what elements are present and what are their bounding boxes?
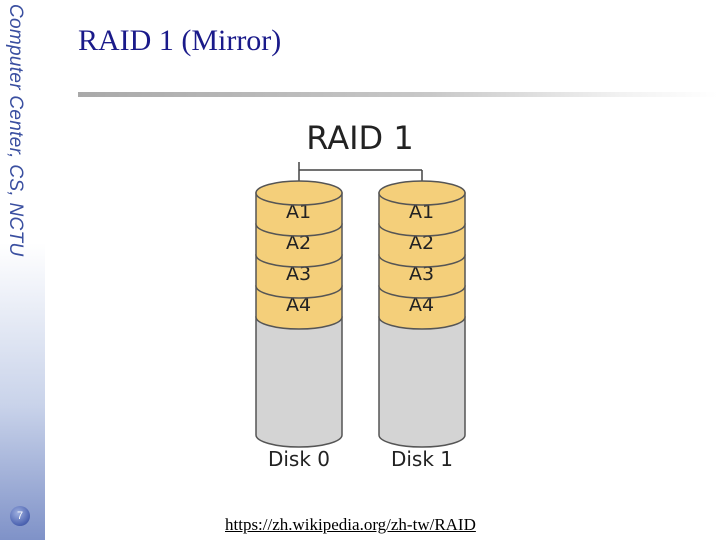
sidebar-title: Computer Center, CS, NCTU: [5, 4, 26, 257]
disk-empty-space: [378, 316, 466, 448]
block-label: A3: [286, 263, 311, 285]
disk-top-cap: [255, 180, 343, 206]
block-label: A4: [409, 294, 434, 316]
disk-label: Disk 1: [391, 447, 453, 471]
block-label: A2: [409, 232, 434, 254]
page-number-badge: 7: [10, 506, 30, 526]
disk-empty-space: [255, 316, 343, 448]
block-label: A4: [286, 294, 311, 316]
block-label: A1: [286, 201, 311, 223]
title-divider: [78, 92, 718, 97]
disk-label: Disk 0: [268, 447, 330, 471]
sidebar: Computer Center, CS, NCTU 7: [0, 0, 45, 540]
source-link[interactable]: https://zh.wikipedia.org/zh-tw/RAID: [225, 515, 476, 534]
block-label: A2: [286, 232, 311, 254]
diagram-title: RAID 1: [306, 119, 413, 157]
slide-title: RAID 1 (Mirror): [78, 24, 282, 57]
connector-lines: [298, 162, 423, 190]
block-label: A1: [409, 201, 434, 223]
disk-top-cap: [378, 180, 466, 206]
block-label: A3: [409, 263, 434, 285]
